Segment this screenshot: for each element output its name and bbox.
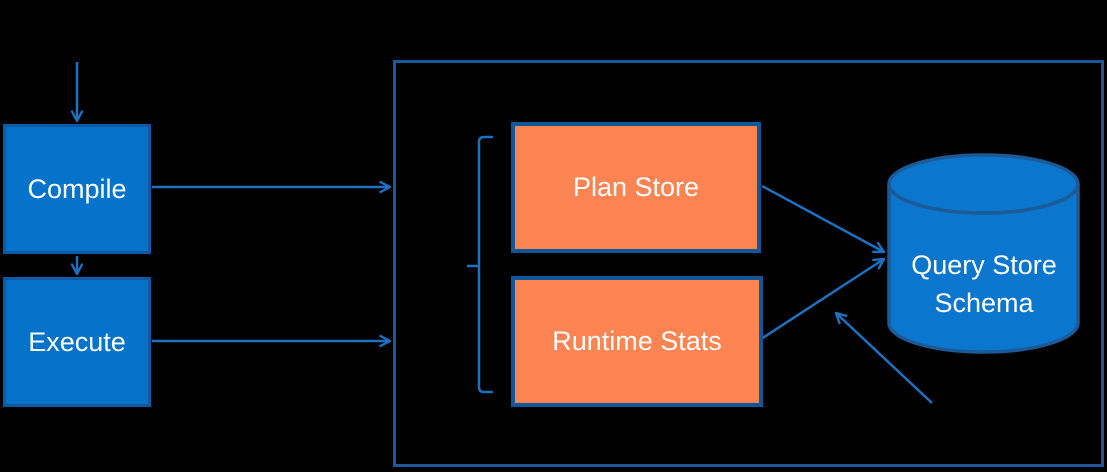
node-plan-store-label: Plan Store bbox=[572, 172, 700, 202]
database-cylinder-top bbox=[887, 153, 1080, 215]
arrow-planstore-to-schema bbox=[761, 184, 886, 254]
node-runtime-stats-label: Runtime Stats bbox=[552, 326, 722, 356]
node-runtime-stats: Runtime Stats bbox=[511, 276, 763, 407]
query-store-container-box bbox=[393, 60, 1104, 467]
node-execute-label: Execute bbox=[28, 326, 126, 357]
node-execute: Execute bbox=[3, 277, 151, 407]
node-query-store-schema-label: Query Store Schema bbox=[893, 228, 1075, 340]
arrow-runtimestats-to-schema bbox=[760, 257, 886, 341]
grouping-bracket bbox=[477, 135, 494, 394]
node-plan-store: Plan Store bbox=[511, 122, 761, 253]
arrow-external-to-schema bbox=[834, 311, 933, 404]
node-compile-label: Compile bbox=[27, 173, 127, 204]
database-cylinder-body bbox=[887, 184, 1080, 354]
query-store-schema-text: Query Store Schema bbox=[911, 250, 1057, 318]
node-compile: Compile bbox=[3, 124, 151, 254]
